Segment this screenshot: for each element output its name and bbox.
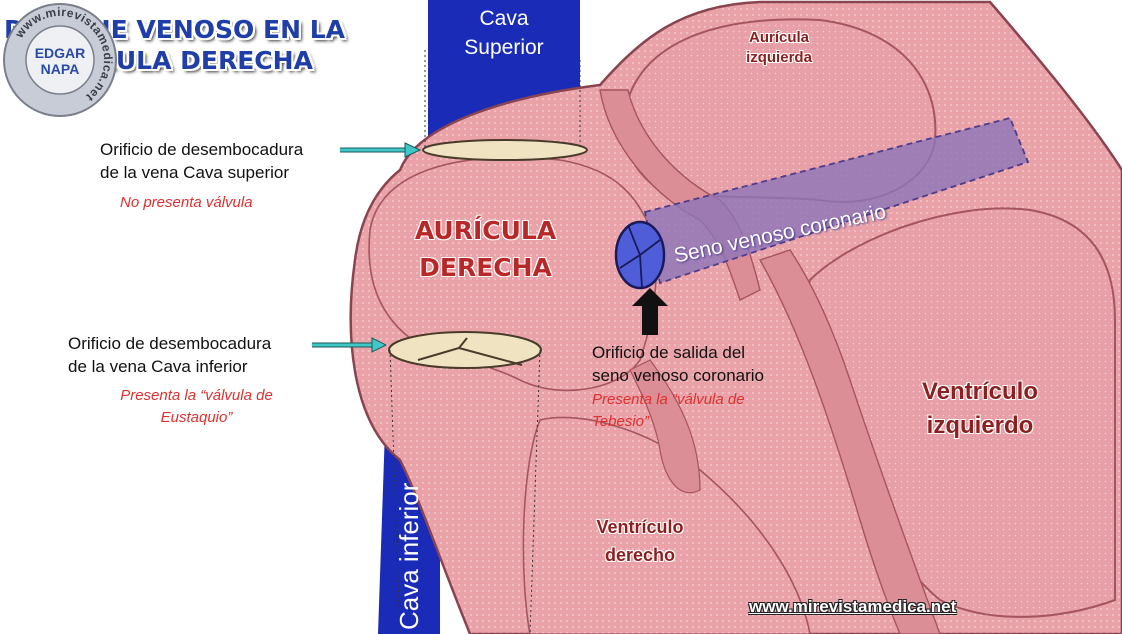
note-no-valvula: No presenta válvula <box>120 194 253 211</box>
right-ventricle-chamber <box>522 416 811 634</box>
arrow-cava-inferior <box>312 337 388 353</box>
watermark-url: www.mirevistamedica.net <box>749 597 957 616</box>
tebesio-valve-icon <box>614 220 666 290</box>
coronary-sinus-band <box>643 116 1030 285</box>
cava-inferior-label: Cava inferior <box>394 482 424 630</box>
edgar-napa-logo: www.mirevistamedica.net EDGAR NAPA <box>3 3 117 117</box>
arrow-seno-orifice <box>632 288 668 335</box>
papillary-muscle <box>629 359 701 494</box>
arrow-cava-superior <box>340 142 422 158</box>
svg-text:NAPA: NAPA <box>41 61 80 77</box>
svg-text:EDGAR: EDGAR <box>35 45 86 61</box>
eustaquio-valve-icon <box>388 331 542 369</box>
guide-line <box>529 349 541 634</box>
cava-superior-orifice <box>422 139 588 161</box>
guide-line <box>389 349 401 634</box>
